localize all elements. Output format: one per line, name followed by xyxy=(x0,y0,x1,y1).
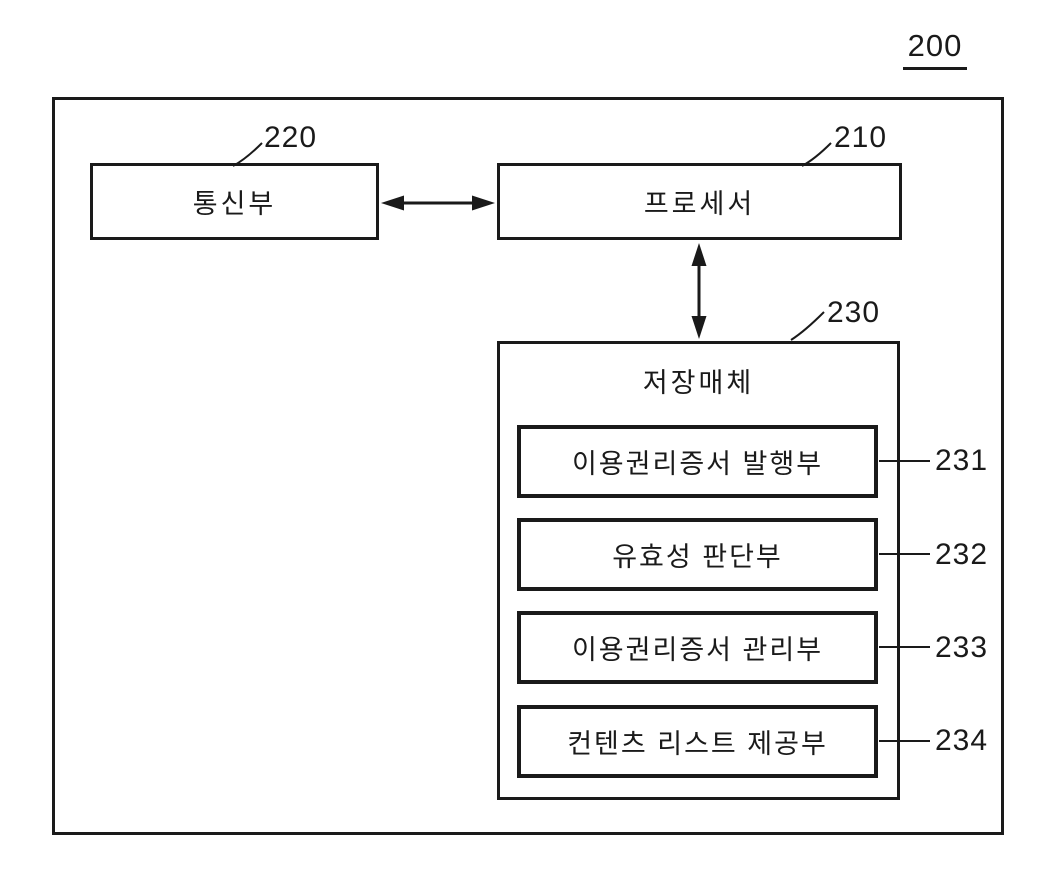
module-content-list-provider-box: 컨텐츠 리스트 제공부 xyxy=(517,705,878,778)
ref-label-220: 220 xyxy=(264,121,318,154)
module-label: 이용권리증서 관리부 xyxy=(571,635,824,665)
ref-label-233: 233 xyxy=(935,631,989,664)
ref-label-230: 230 xyxy=(827,296,881,329)
storage-medium-title: 저장매체 xyxy=(642,368,755,398)
module-label: 컨텐츠 리스트 제공부 xyxy=(567,729,828,759)
module-rights-certificate-issuer-box: 이용권리증서 발행부 xyxy=(517,425,878,498)
module-validity-determiner-box: 유효성 판단부 xyxy=(517,518,878,591)
module-label: 유효성 판단부 xyxy=(612,542,783,572)
ref-label-232: 232 xyxy=(935,538,989,571)
processor-box: 프로세서 xyxy=(497,163,902,240)
module-label: 이용권리증서 발행부 xyxy=(571,449,824,479)
ref-label-210: 210 xyxy=(834,121,888,154)
module-rights-certificate-manager-box: 이용권리증서 관리부 xyxy=(517,611,878,684)
ref-label-234: 234 xyxy=(935,724,989,757)
ref-label-231: 231 xyxy=(935,444,989,477)
communication-unit-label: 통신부 xyxy=(192,189,277,219)
processor-label: 프로세서 xyxy=(643,189,756,219)
figure-number: 200 xyxy=(903,28,967,70)
communication-unit-box: 통신부 xyxy=(90,163,379,240)
